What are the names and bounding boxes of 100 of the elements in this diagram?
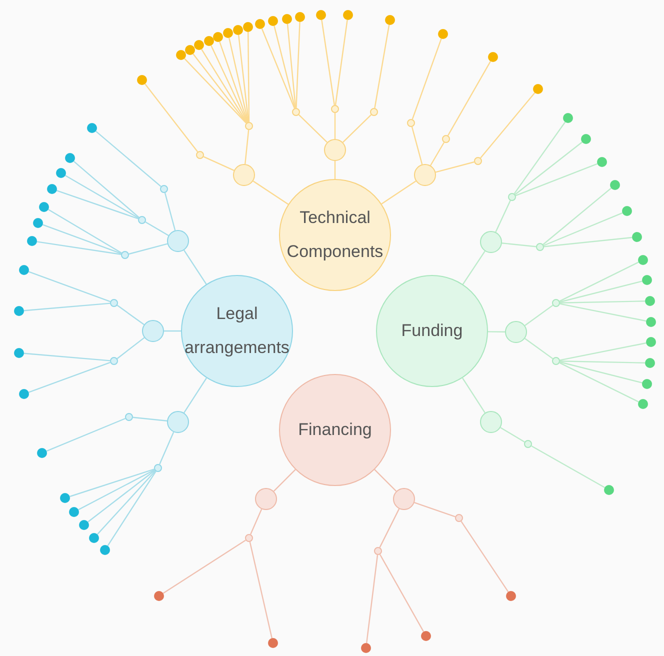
connector-line xyxy=(65,174,139,219)
connector-line xyxy=(219,42,248,122)
connector-line xyxy=(203,156,234,171)
branch-circle xyxy=(331,105,339,113)
leaf-dot xyxy=(563,113,573,123)
connector-line xyxy=(462,250,486,285)
branch-circle xyxy=(407,119,415,127)
leaf-dot xyxy=(100,545,110,555)
connector-line xyxy=(379,554,424,632)
connector-line xyxy=(261,28,296,109)
connector-line xyxy=(42,224,122,254)
branch-circle xyxy=(121,251,129,259)
connector-line xyxy=(24,352,110,362)
connector-line xyxy=(514,142,582,195)
connector-line xyxy=(560,342,646,361)
connector-line xyxy=(502,242,536,248)
connector-line xyxy=(334,20,348,106)
leaf-dot xyxy=(14,348,24,358)
connector-line xyxy=(145,221,169,236)
connector-line xyxy=(515,163,598,196)
connector-line xyxy=(250,508,262,535)
connector-line xyxy=(559,262,639,302)
branch-circle xyxy=(110,299,118,307)
connector-line xyxy=(252,180,289,205)
connector-line xyxy=(184,378,207,414)
connector-line xyxy=(273,469,296,492)
leaf-dot xyxy=(194,40,204,50)
leaf-dot xyxy=(213,32,223,42)
connector-line xyxy=(524,304,554,326)
leaf-dot xyxy=(638,255,648,265)
connector-line xyxy=(531,445,605,488)
branch-circle xyxy=(196,151,204,159)
branch-circle xyxy=(480,231,502,253)
leaf-dot xyxy=(69,507,79,517)
connector-line xyxy=(244,130,250,164)
leaf-dot xyxy=(385,15,395,25)
branch-circle xyxy=(552,357,560,365)
connector-line xyxy=(228,38,249,122)
leaf-dot xyxy=(506,591,516,601)
branch-circle xyxy=(142,320,164,342)
leaf-dot xyxy=(642,275,652,285)
branch-circle xyxy=(245,534,253,542)
connector-line xyxy=(164,192,176,231)
connector-line xyxy=(334,113,336,139)
leaf-dot xyxy=(204,36,214,46)
branch-circle xyxy=(233,164,255,186)
leaf-dot xyxy=(361,643,371,653)
leaf-dot xyxy=(19,389,29,399)
connector-line xyxy=(430,142,445,166)
connector-line xyxy=(238,34,250,122)
leaf-dot xyxy=(33,218,43,228)
connector-line xyxy=(379,508,400,548)
connector-line xyxy=(48,208,122,254)
leaf-dot xyxy=(56,168,66,178)
leaf-dot xyxy=(39,202,49,212)
leaf-dot xyxy=(47,184,57,194)
branch-circle xyxy=(370,108,378,116)
topic-label: Technical Components xyxy=(286,207,384,263)
branch-circle xyxy=(524,440,532,448)
branch-circle xyxy=(255,488,277,510)
leaf-dot xyxy=(268,638,278,648)
connector-line xyxy=(560,360,646,364)
connector-line xyxy=(78,469,155,510)
connector-line xyxy=(56,190,138,220)
leaf-dot xyxy=(27,236,37,246)
connector-line xyxy=(116,337,145,360)
connector-line xyxy=(412,38,442,120)
connector-line xyxy=(201,48,248,123)
branch-circle xyxy=(292,108,300,116)
connector-line xyxy=(514,122,566,194)
leaf-dot xyxy=(14,306,24,316)
connector-line xyxy=(249,542,272,638)
connector-line xyxy=(414,502,456,518)
leaf-dot xyxy=(581,134,591,144)
leaf-dot xyxy=(632,232,642,242)
branch-circle xyxy=(167,230,189,252)
branch-circle xyxy=(138,216,146,224)
branch-circle xyxy=(455,514,463,522)
connector-line xyxy=(192,54,247,124)
connector-line xyxy=(132,416,168,422)
leaf-dot xyxy=(60,493,70,503)
connector-line xyxy=(381,180,416,204)
connector-line xyxy=(46,418,126,452)
leaf-dot xyxy=(638,399,648,409)
leaf-dot xyxy=(154,591,164,601)
branch-circle xyxy=(414,164,436,186)
connector-line xyxy=(24,302,110,312)
leaf-dot xyxy=(421,631,431,641)
connector-line xyxy=(128,243,168,255)
connector-line xyxy=(559,362,639,402)
connector-line xyxy=(334,161,336,179)
leaf-dot xyxy=(176,50,186,60)
leaf-dot xyxy=(646,317,656,327)
leaf-dot xyxy=(610,180,620,190)
topic-label: Financing xyxy=(297,419,373,441)
branch-circle xyxy=(442,135,450,143)
connector-line xyxy=(95,130,162,187)
connector-line xyxy=(480,92,536,158)
connector-line xyxy=(210,45,248,123)
connector-line xyxy=(447,61,492,136)
